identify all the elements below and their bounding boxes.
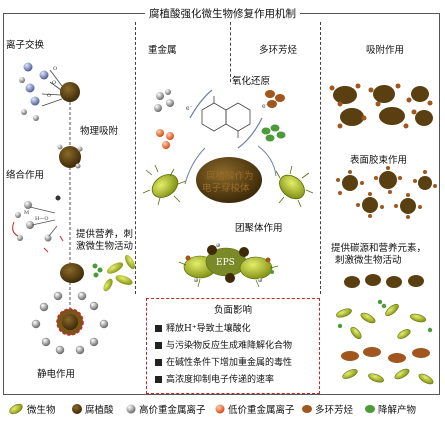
degradation-product-icon <box>92 263 103 278</box>
svg-text:e⁻: e⁻ <box>262 103 269 110</box>
label-carbon-2: 刺激微生物活动 <box>335 255 402 266</box>
low-valence-metal-cluster <box>156 129 174 149</box>
high-valence-metal-cluster <box>154 89 174 112</box>
electron-arrow-left <box>184 147 206 185</box>
middle-divider <box>230 22 231 82</box>
microbe-left <box>142 164 187 206</box>
negative-item-1: 释放H⁺导致土壤酸化 <box>155 321 251 334</box>
pah-bottom-cluster <box>341 347 430 363</box>
legend-icons <box>9 403 375 415</box>
legend-high-valence-metal: 高价重金属离子 <box>139 405 206 416</box>
adsorption-illustration <box>329 83 433 129</box>
label-nutrient-1: 提供营养，刺 <box>76 229 134 240</box>
svg-text:O: O <box>52 80 56 86</box>
physical-adsorption-illustration <box>57 144 83 169</box>
label-carbon-1: 提供碳源和营养元素， <box>331 243 427 254</box>
svg-text:e⁻: e⁻ <box>186 105 193 112</box>
degradation-product-cluster <box>261 124 286 142</box>
bullet-square-icon <box>155 342 162 349</box>
label-ion-exchange: 离子交换 <box>6 40 45 51</box>
label-adsorption: 吸附作用 <box>366 45 405 56</box>
negative-item-4: 高浓度抑制电子传递的速率 <box>155 372 274 385</box>
label-micelle: 表面胶束作用 <box>350 155 408 166</box>
low-valence-metal-icon <box>215 404 225 414</box>
left-divider <box>135 22 136 294</box>
degradation-product-icon <box>365 405 375 413</box>
ion-exchange-illustration: O O O <box>19 62 80 121</box>
bullet-square-icon <box>155 325 162 332</box>
redox-arrow-left <box>189 89 213 119</box>
legend-pah: 多环芳烃 <box>315 405 354 416</box>
microbe-right <box>275 165 314 208</box>
svg-text:M: M <box>24 210 29 216</box>
humic-quinone-structure <box>201 96 251 138</box>
microbe-row <box>336 303 427 340</box>
label-heavy-metal: 重金属 <box>148 45 177 56</box>
negative-item-2: 与污染物反应生成难降解化合物 <box>155 338 292 351</box>
label-electrostatic: 静电作用 <box>37 369 76 380</box>
nutrient-illustration <box>60 254 136 292</box>
label-nutrient-2: 激微生物活动 <box>76 241 134 252</box>
pah-icon-cluster <box>265 90 285 108</box>
electrostatic-illustration <box>31 291 109 355</box>
label-pah: 多环芳烃 <box>259 45 298 56</box>
negative-effects-box: 负面影响 释放H⁺导致土壤酸化 与污染物反应生成难降解化合物 在碱性条件下增加重… <box>146 298 320 394</box>
micelle-illustration <box>336 166 437 219</box>
label-aggregation: 团聚体作用 <box>235 223 283 234</box>
label-redox: 氧化还原 <box>232 76 271 87</box>
negative-item-3: 在碱性条件下增加重金属的毒性 <box>155 355 292 368</box>
humic-acid-icon <box>72 404 82 414</box>
svg-text:O: O <box>47 93 51 99</box>
humic-acid-icon <box>60 82 80 102</box>
microbe-cluster <box>103 254 136 292</box>
complexation-illustration: M H—O <box>12 195 64 253</box>
label-complexation: 络合作用 <box>6 170 45 181</box>
microbe-icon <box>9 403 23 415</box>
legend-degradation-product: 降解产物 <box>378 405 417 416</box>
legend-microbe: 微生物 <box>27 405 56 416</box>
redox-arrow-right <box>237 117 263 149</box>
svg-text:H—O: H—O <box>35 216 48 222</box>
legend-humic-acid: 腐植酸 <box>85 405 114 416</box>
humic-acid-icon <box>60 263 84 283</box>
label-shuttle-1: 腐植酸作为 <box>206 171 254 182</box>
microbe-bottom-row <box>342 368 434 385</box>
humic-acid-icon <box>59 146 81 168</box>
eps-aggregate <box>178 243 279 288</box>
electron-arrow-right <box>257 145 277 177</box>
micelle-dots <box>336 166 437 219</box>
legend-low-valence-metal: 低价重金属离子 <box>228 405 295 416</box>
pah-icon <box>302 405 312 413</box>
label-eps: EPS <box>216 258 235 268</box>
label-physical-adsorption: 物理吸附 <box>80 126 119 137</box>
high-valence-metal-icon <box>126 404 136 414</box>
bullet-square-icon <box>155 359 162 366</box>
svg-text:O: O <box>53 66 57 72</box>
diagram-title: 腐植酸强化微生物修复作用机制 <box>145 6 300 21</box>
negative-effects-title: 负面影响 <box>213 305 252 316</box>
right-divider <box>320 22 321 294</box>
carbon-source-illustration <box>336 274 434 385</box>
bullet-square-icon <box>155 376 162 383</box>
humic-acid-electron-shuttle <box>196 157 262 203</box>
label-shuttle-2: 电子穿梭体 <box>202 183 250 194</box>
